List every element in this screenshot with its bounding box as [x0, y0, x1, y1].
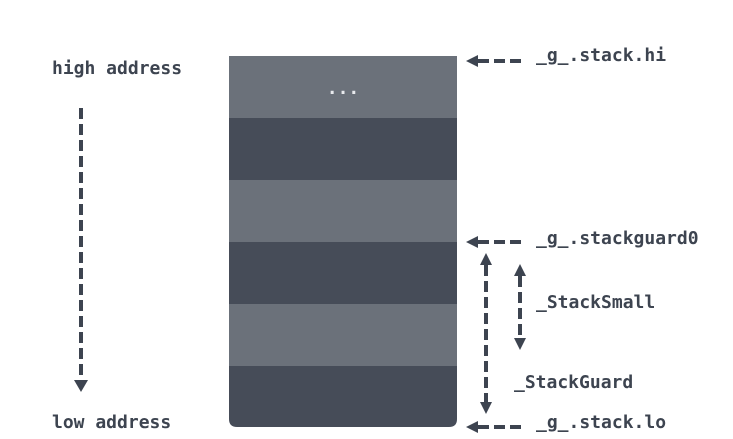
- stack-frame-2: [229, 118, 457, 180]
- ellipsis-label: ...: [327, 78, 360, 99]
- stackguard0-label: _g_.stackguard0: [536, 228, 699, 249]
- stack-frame-4: [229, 242, 457, 304]
- stackguard0-arrow: [466, 236, 526, 248]
- stack-frame-6: [229, 366, 457, 427]
- high-address-label: high address: [52, 58, 182, 79]
- stack-frame-5: [229, 304, 457, 366]
- stack-guard-label: _StackGuard: [514, 372, 633, 393]
- stack-frame-1: [229, 56, 457, 118]
- stack-block: [229, 56, 457, 427]
- low-address-label: low address: [52, 412, 171, 433]
- stack-small-label: _StackSmall: [536, 292, 655, 313]
- stack-frame-3: [229, 180, 457, 242]
- stack-hi-arrow: [466, 55, 526, 67]
- stack-guard-span-arrow: [480, 253, 492, 414]
- stack-hi-label: _g_.stack.hi: [536, 45, 666, 66]
- address-direction-arrow: [74, 108, 88, 392]
- stack-small-span-arrow: [514, 264, 526, 350]
- stack-lo-label: _g_.stack.lo: [536, 412, 666, 433]
- stack-lo-arrow: [466, 421, 526, 433]
